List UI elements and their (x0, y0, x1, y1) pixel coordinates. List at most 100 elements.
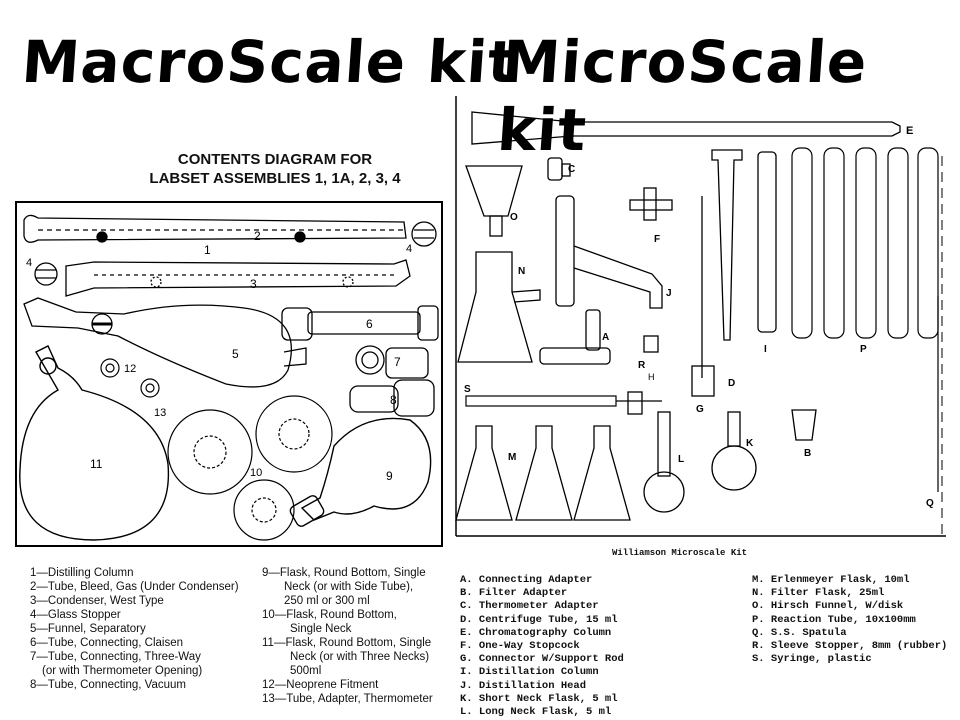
legend-item: E. Chromatography Column (460, 626, 612, 639)
claisen-tube (281, 305, 439, 341)
legend-item: 4—Glass Stopper (30, 609, 121, 621)
legend-item: S. Syringe, plastic (752, 653, 872, 666)
sleeve-stopper (627, 335, 659, 415)
thermometer-adapter-c (547, 157, 571, 181)
legend-item: 9—Flask, Round Bottom, Single (262, 567, 426, 579)
micro-label-B: B (804, 448, 811, 459)
heading-line-2: LABSET ASSEMBLIES 1, 1A, 2, 3, 4 (149, 170, 401, 187)
connector-support-rod (691, 196, 715, 397)
macroscale-diagram: 1 2 4 4 3 5 6 7 8 12 (15, 201, 443, 547)
micro-label-I: I (764, 344, 767, 355)
short-neck-flask (711, 411, 757, 491)
legend-item: N. Filter Flask, 25ml (752, 587, 885, 600)
micro-legend-column-2: M. Erlenmeyer Flask, 10ml N. Filter Flas… (752, 574, 952, 666)
erlenmeyer-flasks (455, 425, 631, 521)
chromatography-column (471, 111, 901, 145)
legend-item: 10—Flask, Round Bottom, (262, 609, 397, 621)
micro-label-L: L (678, 454, 684, 465)
thermometer-adapter (140, 378, 160, 398)
diagram-label-2: 2 (254, 229, 261, 243)
round-bottom-flask-250ml (289, 417, 432, 527)
macroscale-kit-title: MacroScale kit (19, 28, 519, 96)
diagram-label-3: 3 (250, 277, 257, 291)
micro-label-F: F (654, 234, 660, 245)
diagram-label-5: 5 (232, 347, 239, 361)
legend-item: A. Connecting Adapter (460, 574, 593, 586)
micro-label-E: E (906, 125, 913, 137)
legend-item: D. Centrifuge Tube, 15 ml (460, 613, 618, 626)
legend-item: Neck (or with Side Tube), (284, 581, 414, 593)
one-way-stopcock (629, 187, 673, 221)
legend-item: B. Filter Adapter (460, 587, 568, 600)
legend-item: 7—Tube, Connecting, Three-Way (30, 651, 201, 663)
legend-item: 6—Tube, Connecting, Claisen (30, 637, 183, 649)
legend-item: 1—Distilling Column (30, 567, 134, 579)
diagram-label-11: 11 (90, 457, 103, 471)
legend-item: R. Sleeve Stopper, 8mm (rubber) (752, 640, 948, 653)
round-bottom-flask-500ml (19, 345, 170, 541)
diagram-label-4b: 4 (26, 257, 32, 269)
micro-label-D: D (728, 378, 735, 389)
micro-label-P: P (860, 344, 867, 355)
legend-item: M. Erlenmeyer Flask, 10ml (752, 574, 910, 586)
legend-item: 500ml (290, 665, 322, 677)
diagram-label-10: 10 (250, 467, 262, 479)
distillation-column (757, 151, 777, 333)
legend-item: Neck (or with Three Necks) (290, 651, 430, 663)
glass-stopper-left (34, 262, 58, 286)
legend-item: J. Distillation Head (460, 679, 587, 692)
legend-item: 5—Funnel, Separatory (30, 623, 146, 635)
legend-item: 13—Tube, Adapter, Thermometer (262, 693, 433, 705)
micro-label-K: K (746, 438, 754, 449)
legend-item: L. Long Neck Flask, 5 ml (460, 706, 612, 719)
micro-label-A: A (602, 332, 609, 343)
glass-stopper-right (411, 221, 437, 247)
legend-item: K. Short Neck Flask, 5 ml (460, 692, 618, 705)
micro-label-N: N (518, 266, 525, 277)
micro-label-H: H (648, 372, 655, 382)
macro-legend-column-2: 9—Flask, Round Bottom, Single Neck (or w… (262, 566, 457, 706)
micro-legend-column-1: A. Connecting Adapter B. Filter Adapter … (460, 574, 700, 719)
legend-item: Single Neck (290, 623, 352, 635)
legend-item: O. Hirsch Funnel, W/disk (752, 600, 904, 613)
legend-item: C. Thermometer Adapter (460, 600, 599, 613)
legend-item: 11—Flask, Round Bottom, Single (262, 637, 432, 649)
reaction-tubes (791, 147, 939, 339)
microscale-diagram: E O N C J F A G R H D I (455, 96, 946, 537)
micro-label-M: M (508, 452, 516, 463)
microscale-caption: Williamson Microscale Kit (612, 548, 748, 558)
micro-label-S: S (464, 384, 471, 395)
syringe (465, 395, 662, 407)
legend-item: I. Distillation Column (460, 666, 599, 679)
diagram-label-13: 13 (154, 407, 166, 419)
diagram-label-7: 7 (394, 355, 401, 369)
macro-legend-column-1: 1—Distilling Column 2—Tube, Bleed, Gas (… (30, 566, 260, 692)
heading-line-1: CONTENTS DIAGRAM FOR (177, 151, 373, 168)
macro-diagram-border (15, 201, 443, 547)
hirsch-funnel (465, 165, 523, 237)
diagram-label-9: 9 (386, 469, 393, 483)
three-way-tube (355, 345, 429, 379)
diagram-label-1: 1 (204, 243, 211, 257)
long-neck-flask (643, 411, 685, 513)
neoprene-fitment (100, 358, 120, 378)
diagram-label-4a: 4 (406, 243, 412, 255)
west-condenser (65, 259, 411, 297)
diagram-label-6: 6 (366, 317, 373, 331)
separatory-funnel (23, 297, 307, 388)
legend-item: P. Reaction Tube, 10x100mm (752, 613, 916, 626)
connecting-adapter (539, 309, 611, 365)
filter-flask (457, 251, 541, 363)
diagram-label-12: 12 (124, 363, 136, 375)
micro-label-J: J (666, 288, 672, 299)
diagram-label-8: 8 (390, 393, 397, 407)
distillation-head (555, 195, 663, 309)
contents-diagram-heading: CONTENTS DIAGRAM FOR LABSET ASSEMBLIES 1… (110, 150, 440, 188)
micro-label-C: C (568, 164, 575, 175)
distilling-column (23, 214, 407, 243)
micro-label-G: G (696, 404, 704, 415)
round-bottom-flask-single-neck (167, 395, 333, 541)
legend-item: G. Connector W/Support Rod (460, 653, 624, 666)
micro-label-O: O (510, 212, 518, 223)
legend-item: 8—Tube, Connecting, Vacuum (30, 679, 186, 691)
